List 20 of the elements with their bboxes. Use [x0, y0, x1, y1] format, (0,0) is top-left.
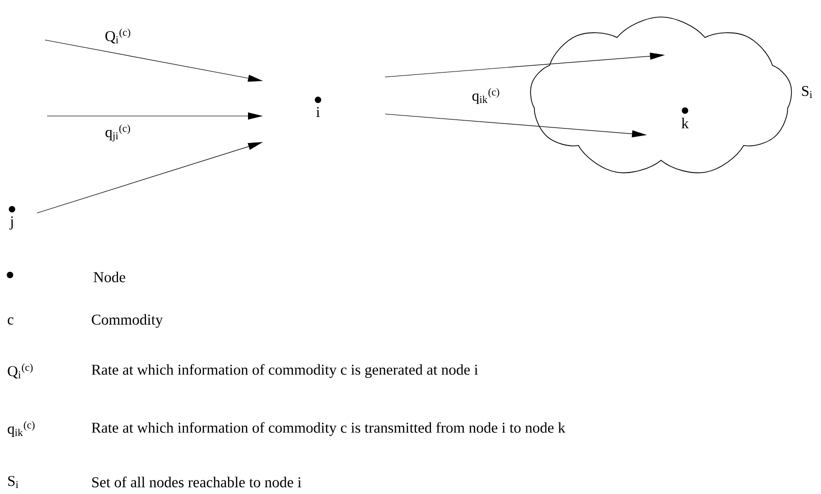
- legend-text: Node: [94, 272, 126, 282]
- description-text: Rate at which information of commodity c is transmitted from node i to node k: [92, 422, 566, 436]
- description-text: Set of all nodes reachable to node i: [92, 476, 302, 488]
- cloud-shape: [530, 16, 792, 174]
- node-label: k: [682, 118, 689, 128]
- node-label: i: [316, 107, 320, 117]
- set-label: S$_{i}$: [802, 86, 812, 98]
- symbol-label: q$_{ik}$(c): [8, 421, 35, 437]
- description-text: Rate at which information of commodity c is generated at node i: [92, 364, 478, 378]
- node-label: j: [9, 216, 13, 230]
- symbol-label: S$_{i}$: [8, 476, 18, 488]
- edge-label: Q$_{i}$(c): [104, 28, 132, 44]
- node-point: i: [314, 96, 322, 117]
- symbol-label: Q$_{i}$(c): [8, 364, 33, 378]
- node-point: j: [8, 206, 16, 230]
- edge-label: q$_{ik}$(c): [470, 87, 502, 105]
- node-point: k: [682, 107, 689, 128]
- edge-label: q$_{ji}$(c): [104, 124, 132, 142]
- description-text: Commodity: [92, 314, 163, 328]
- symbol-label: c: [8, 317, 14, 325]
